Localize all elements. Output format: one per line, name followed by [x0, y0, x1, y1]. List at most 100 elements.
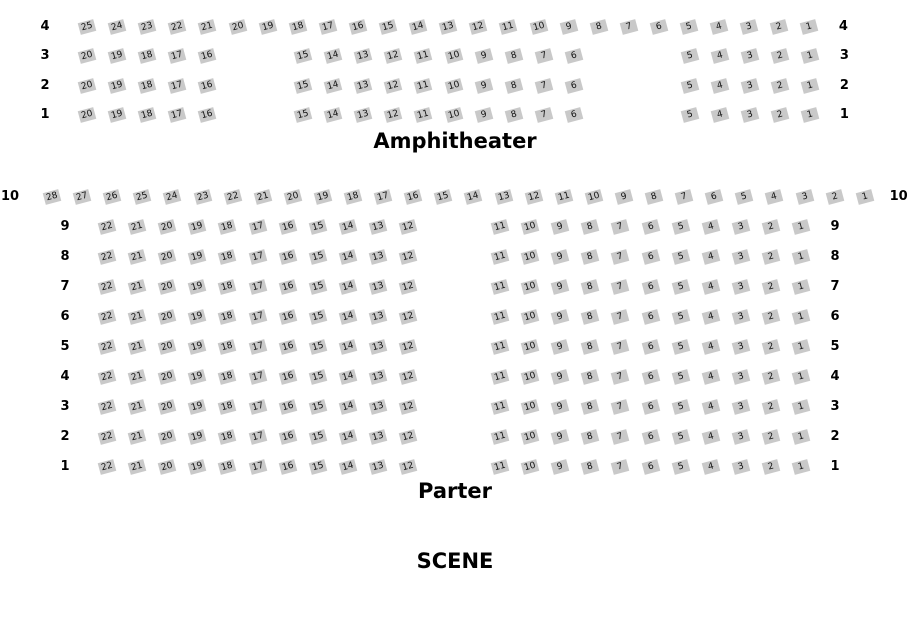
seat-parter-row8-num16[interactable]: 16 [278, 249, 297, 265]
seat-parter-row3-num2[interactable]: 2 [761, 399, 781, 415]
seat-parter-row4-num15[interactable]: 15 [308, 369, 327, 385]
seat-parter-row5-num14[interactable]: 14 [338, 339, 358, 355]
seat-parter-row1-num22[interactable]: 22 [97, 459, 117, 475]
seat-parter-row4-num22[interactable]: 22 [97, 369, 117, 385]
seat-parter-row3-num8[interactable]: 8 [581, 399, 600, 415]
seat-amphitheater-row3-num16[interactable]: 16 [198, 48, 217, 65]
seat-amphitheater-row1-num19[interactable]: 19 [107, 107, 127, 123]
seat-parter-row3-num15[interactable]: 15 [308, 399, 327, 415]
seat-amphitheater-row3-num2[interactable]: 2 [771, 48, 790, 65]
seat-parter-row8-num1[interactable]: 1 [791, 249, 811, 265]
seat-parter-row7-num5[interactable]: 5 [671, 279, 690, 295]
seat-parter-row9-num22[interactable]: 22 [97, 219, 117, 235]
seat-parter-row1-num14[interactable]: 14 [338, 459, 358, 475]
seat-parter-row1-num20[interactable]: 20 [157, 459, 177, 475]
seat-parter-row5-num15[interactable]: 15 [308, 339, 327, 355]
seat-parter-row4-num3[interactable]: 3 [731, 369, 751, 385]
seat-parter-row8-num13[interactable]: 13 [368, 249, 388, 265]
seat-parter-row7-num15[interactable]: 15 [308, 279, 327, 295]
seat-parter-row2-num22[interactable]: 22 [97, 429, 117, 445]
seat-parter-row4-num11[interactable]: 11 [490, 369, 510, 385]
seat-parter-row2-num17[interactable]: 17 [248, 429, 267, 445]
seat-parter-row1-num6[interactable]: 6 [641, 459, 660, 475]
seat-parter-row5-num8[interactable]: 8 [581, 339, 600, 355]
seat-parter-row5-num19[interactable]: 19 [188, 339, 207, 355]
seat-amphitheater-row4-num5[interactable]: 5 [679, 19, 699, 35]
seat-parter-row9-num18[interactable]: 18 [218, 219, 237, 235]
seat-parter-row7-num14[interactable]: 14 [338, 279, 358, 295]
seat-parter-row5-num16[interactable]: 16 [278, 339, 297, 355]
seat-parter-row2-num13[interactable]: 13 [368, 429, 388, 445]
seat-parter-row2-num3[interactable]: 3 [731, 429, 751, 445]
seat-parter-row4-num5[interactable]: 5 [671, 369, 690, 385]
seat-parter-row1-num17[interactable]: 17 [248, 459, 267, 475]
seat-parter-row3-num18[interactable]: 18 [218, 399, 237, 415]
seat-parter-row1-num18[interactable]: 18 [218, 459, 237, 475]
seat-amphitheater-row2-num2[interactable]: 2 [771, 77, 790, 94]
seat-parter-row7-num9[interactable]: 9 [550, 279, 570, 295]
seat-parter-row4-num8[interactable]: 8 [581, 369, 600, 385]
seat-parter-row8-num4[interactable]: 4 [701, 249, 720, 265]
seat-parter-row10-num24[interactable]: 24 [163, 189, 182, 205]
seat-amphitheater-row3-num12[interactable]: 12 [384, 48, 403, 65]
seat-parter-row1-num19[interactable]: 19 [188, 459, 207, 475]
seat-amphitheater-row2-num17[interactable]: 17 [168, 77, 187, 94]
seat-amphitheater-row3-num8[interactable]: 8 [504, 48, 523, 65]
seat-parter-row2-num2[interactable]: 2 [761, 429, 781, 445]
seat-parter-row4-num6[interactable]: 6 [641, 369, 660, 385]
seat-parter-row6-num13[interactable]: 13 [368, 309, 388, 325]
seat-parter-row10-num21[interactable]: 21 [253, 189, 272, 205]
seat-amphitheater-row3-num18[interactable]: 18 [137, 48, 157, 65]
seat-amphitheater-row2-num15[interactable]: 15 [293, 77, 313, 94]
seat-parter-row7-num10[interactable]: 10 [520, 279, 540, 295]
seat-parter-row2-num11[interactable]: 11 [490, 429, 510, 445]
seat-amphitheater-row2-num20[interactable]: 20 [77, 77, 97, 94]
seat-amphitheater-row4-num9[interactable]: 9 [559, 19, 578, 35]
seat-parter-row8-num9[interactable]: 9 [550, 249, 570, 265]
seat-parter-row7-num12[interactable]: 12 [398, 279, 418, 295]
seat-parter-row7-num7[interactable]: 7 [611, 279, 630, 295]
seat-parter-row5-num12[interactable]: 12 [398, 339, 418, 355]
seat-amphitheater-row4-num18[interactable]: 18 [288, 19, 307, 35]
seat-amphitheater-row1-num8[interactable]: 8 [504, 107, 523, 123]
seat-amphitheater-row4-num24[interactable]: 24 [107, 19, 127, 35]
seat-parter-row4-num14[interactable]: 14 [338, 369, 358, 385]
seat-parter-row9-num4[interactable]: 4 [701, 219, 720, 235]
seat-parter-row10-num14[interactable]: 14 [464, 189, 483, 205]
seat-amphitheater-row4-num8[interactable]: 8 [589, 19, 608, 35]
seat-parter-row3-num11[interactable]: 11 [490, 399, 510, 415]
seat-parter-row7-num19[interactable]: 19 [188, 279, 207, 295]
seat-parter-row10-num25[interactable]: 25 [133, 189, 152, 205]
seat-parter-row3-num22[interactable]: 22 [97, 399, 117, 415]
seat-amphitheater-row1-num1[interactable]: 1 [801, 107, 820, 123]
seat-parter-row4-num18[interactable]: 18 [218, 369, 237, 385]
seat-amphitheater-row2-num1[interactable]: 1 [801, 77, 820, 94]
seat-parter-row7-num6[interactable]: 6 [641, 279, 660, 295]
seat-parter-row10-num27[interactable]: 27 [72, 189, 92, 205]
seat-parter-row10-num8[interactable]: 8 [644, 189, 664, 205]
seat-parter-row5-num10[interactable]: 10 [520, 339, 540, 355]
seat-parter-row3-num16[interactable]: 16 [278, 399, 297, 415]
seat-parter-row1-num8[interactable]: 8 [581, 459, 600, 475]
seat-parter-row10-num22[interactable]: 22 [223, 189, 242, 205]
seat-parter-row3-num21[interactable]: 21 [127, 399, 147, 415]
seat-parter-row5-num2[interactable]: 2 [761, 339, 781, 355]
seat-parter-row5-num1[interactable]: 1 [791, 339, 811, 355]
seat-amphitheater-row2-num4[interactable]: 4 [710, 77, 730, 94]
seat-parter-row3-num13[interactable]: 13 [368, 399, 388, 415]
seat-parter-row3-num14[interactable]: 14 [338, 399, 358, 415]
seat-parter-row5-num20[interactable]: 20 [157, 339, 177, 355]
seat-amphitheater-row2-num10[interactable]: 10 [444, 77, 463, 94]
seat-parter-row10-num10[interactable]: 10 [584, 189, 604, 205]
seat-parter-row6-num5[interactable]: 5 [671, 309, 690, 325]
seat-parter-row4-num1[interactable]: 1 [791, 369, 811, 385]
seat-parter-row10-num4[interactable]: 4 [765, 189, 784, 205]
seat-parter-row6-num11[interactable]: 11 [490, 309, 510, 325]
seat-amphitheater-row4-num20[interactable]: 20 [228, 19, 247, 35]
seat-amphitheater-row3-num1[interactable]: 1 [801, 48, 820, 65]
seat-parter-row5-num5[interactable]: 5 [671, 339, 690, 355]
seat-parter-row10-num7[interactable]: 7 [674, 189, 694, 205]
seat-parter-row2-num20[interactable]: 20 [157, 429, 177, 445]
seat-parter-row8-num7[interactable]: 7 [611, 249, 630, 265]
seat-parter-row6-num22[interactable]: 22 [97, 309, 117, 325]
